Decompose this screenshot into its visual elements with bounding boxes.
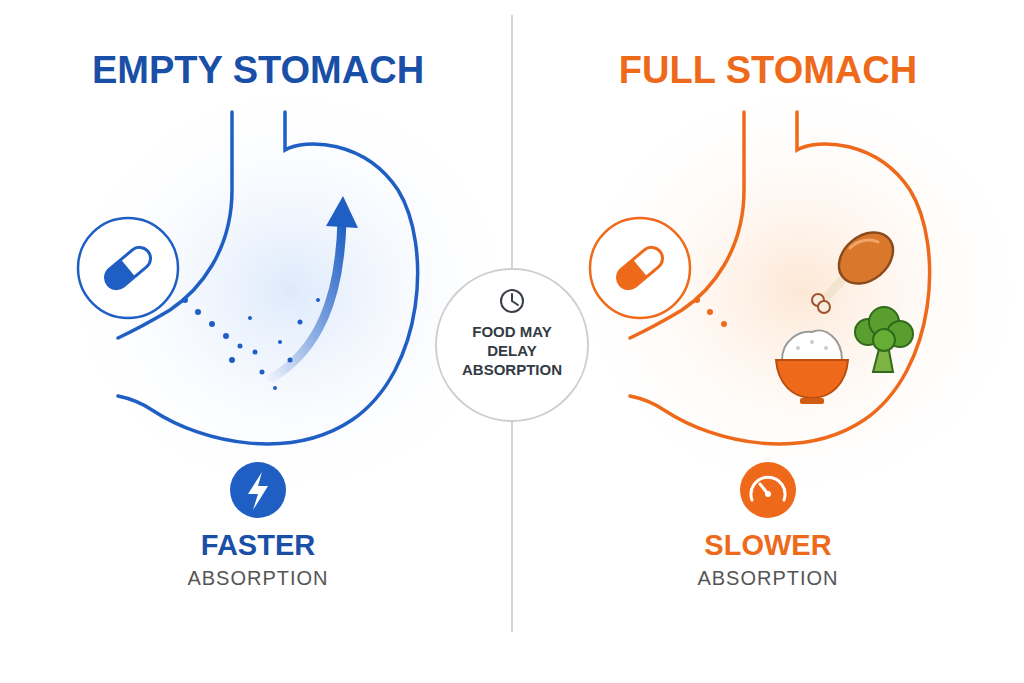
absorption-label: ABSORPTION [697,567,838,589]
absorption-arrow [272,220,342,378]
info-circle: FOOD MAY DELAY ABSORPTION [434,267,590,423]
lightning-bolt [248,472,268,510]
panel-heading: FULL STOMACH [619,50,917,92]
speed-icon [230,462,286,518]
gauge-icon [740,462,796,518]
gauge-dial [751,477,785,500]
absorption-label: ABSORPTION [187,567,328,589]
gauge-hub [765,491,771,497]
capsule [613,243,667,293]
note-text: FOOD MAY DELAY ABSORPTION [456,323,568,379]
pill-circle [590,218,690,318]
glow [60,80,520,500]
speed-label: FASTER [201,530,315,562]
panel-heading: EMPTY STOMACH [92,50,424,92]
glow [570,80,1024,500]
capsule [101,243,155,293]
pill-dots [694,297,727,327]
speed-label: SLOWER [704,530,831,562]
pill-circle [78,218,178,318]
broccoli [855,307,913,372]
arrow-head [326,196,358,228]
dissolve-dots [182,297,320,390]
rice-bowl [776,330,848,404]
chicken-drumstick [812,222,903,313]
